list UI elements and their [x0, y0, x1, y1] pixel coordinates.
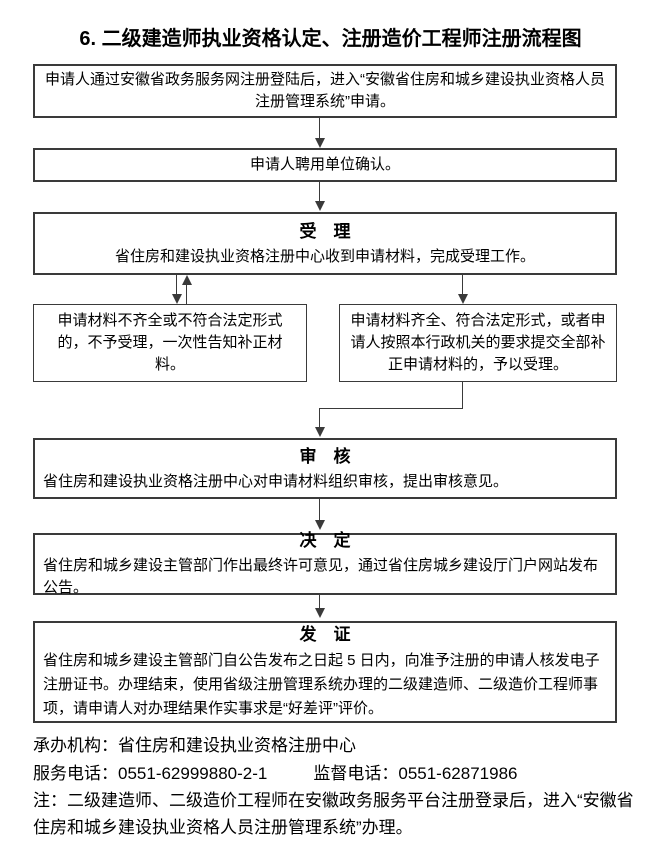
connector-line: [462, 382, 463, 408]
flow-box-accept: 受 理 省住房和建设执业资格注册中心收到申请材料，完成受理工作。: [33, 212, 617, 275]
phone-line: 服务电话：0551-62999880-2-1 监督电话：0551-62871986: [33, 761, 643, 787]
arrow-down-icon: [172, 294, 182, 304]
flow-box-certificate-text: 省住房和城乡建设主管部门自公告发布之日起 5 日内，向准予注册的申请人核发电子注…: [43, 652, 600, 717]
flow-box-review: 审 核 省住房和建设执业资格注册中心对申请材料组织审核，提出审核意见。: [33, 438, 617, 499]
flow-box-certificate-heading: 发 证: [299, 625, 351, 644]
arrow-down-icon: [315, 427, 325, 437]
connector-line: [319, 499, 320, 521]
flow-box-decision: 决 定 省住房和城乡建设主管部门作出最终许可意见，通过省住房城乡建设厅门户网站发…: [33, 531, 617, 596]
connector-line: [319, 408, 463, 409]
note-line: 注：二级建造师、二级造价工程师在安徽政务服务平台注册登录后，进入“安徽省住房和城…: [33, 791, 634, 837]
service-phone: 服务电话：0551-62999880-2-1: [33, 764, 268, 783]
arrow-up-icon: [182, 275, 192, 285]
flow-box-employer-confirm-text: 申请人聘用单位确认。: [249, 156, 400, 173]
connector-line: [319, 408, 320, 428]
connector-line: [319, 182, 320, 202]
supervise-phone: 监督电话：0551-62871986: [313, 764, 518, 783]
flow-box-certificate: 发 证 省住房和城乡建设主管部门自公告发布之日起 5 日内，向准予注册的申请人核…: [33, 621, 617, 723]
flow-box-apply-text: 申请人通过安徽省政务服务网注册登陆后，进入“安徽省住房和城乡建设执业资格人员注册…: [45, 71, 605, 110]
flow-box-reject-branch-text: 申请材料不齐全或不符合法定形式的，不予受理，一次性告知补正材料。: [57, 312, 283, 373]
connector-line: [462, 275, 463, 295]
page-title: 6. 二级建造师执业资格认定、注册造价工程师注册流程图: [79, 28, 582, 50]
arrow-down-icon: [458, 294, 468, 304]
flow-box-decision-text: 省住房和城乡建设主管部门作出最终许可意见，通过省住房城乡建设厅门户网站发布公告。: [43, 557, 599, 596]
arrow-down-icon: [315, 608, 325, 618]
connector-line: [176, 275, 177, 295]
arrow-down-icon: [315, 138, 325, 148]
connector-line: [319, 595, 320, 609]
flow-box-accept-text: 省住房和建设执业资格注册中心收到申请材料，完成受理工作。: [114, 247, 535, 265]
flow-box-apply: 申请人通过安徽省政务服务网注册登陆后，进入“安徽省住房和城乡建设执业资格人员注册…: [33, 64, 617, 118]
flow-box-accept-branch: 申请材料齐全、符合法定形式，或者申请人按照本行政机关的要求提交全部补正申请材料的…: [339, 304, 617, 382]
flow-box-review-text: 省住房和建设执业资格注册中心对申请材料组织审核，提出审核意见。: [43, 472, 509, 490]
flow-box-accept-branch-text: 申请材料齐全、符合法定形式，或者申请人按照本行政机关的要求提交全部补正申请材料的…: [350, 312, 606, 373]
flow-box-employer-confirm: 申请人聘用单位确认。: [33, 148, 617, 182]
agency-line: 承办机构：省住房和建设执业资格注册中心: [33, 736, 356, 755]
arrow-down-icon: [315, 520, 325, 530]
connector-line: [186, 284, 187, 304]
flow-box-reject-branch: 申请材料不齐全或不符合法定形式的，不予受理，一次性告知补正材料。: [33, 304, 307, 382]
arrow-down-icon: [315, 201, 325, 211]
flow-box-accept-heading: 受 理: [299, 221, 351, 241]
flow-box-decision-heading: 决 定: [299, 531, 351, 550]
connector-line: [319, 118, 320, 139]
flow-box-review-heading: 审 核: [299, 446, 351, 466]
